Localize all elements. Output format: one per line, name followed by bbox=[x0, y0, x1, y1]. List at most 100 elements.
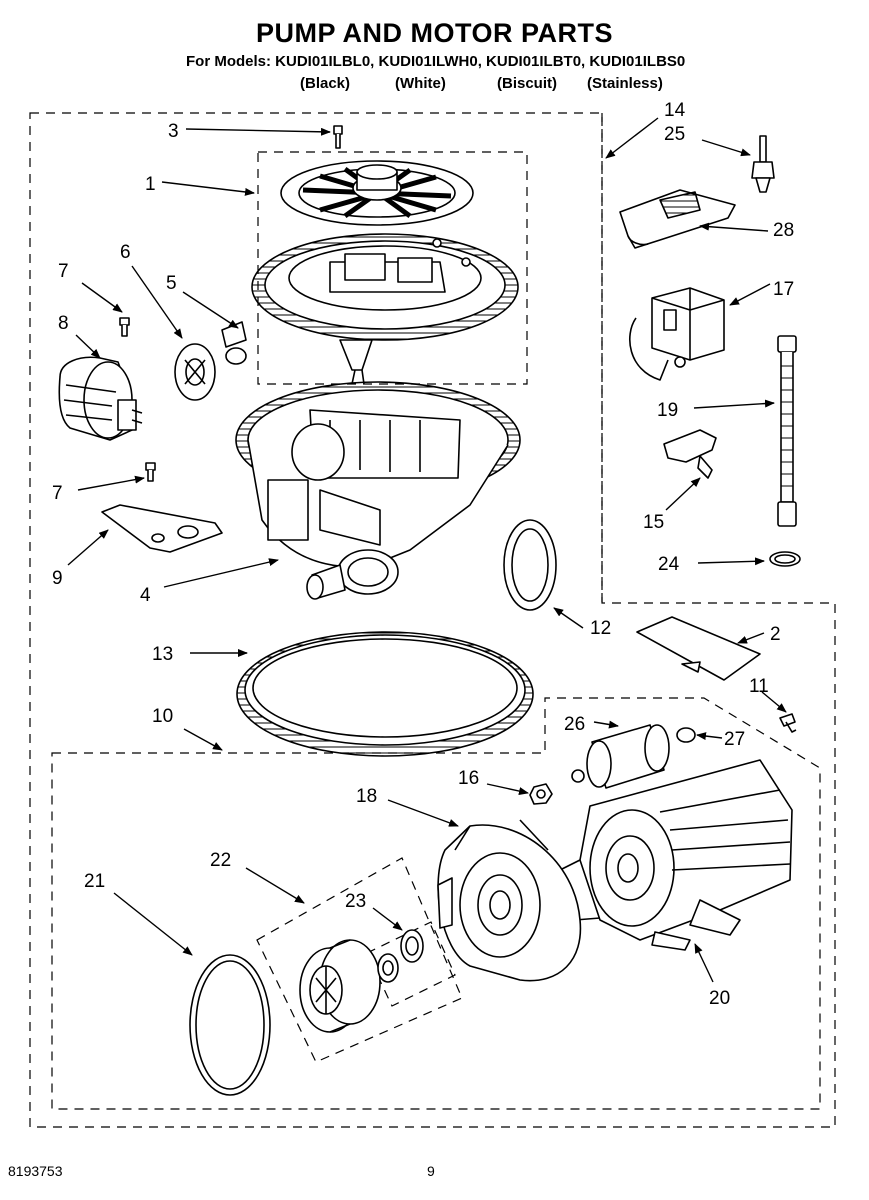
outline-seal-group bbox=[366, 921, 456, 1007]
leader-18 bbox=[387, 799, 459, 827]
leader-7b bbox=[77, 475, 145, 491]
callout-labels: 3 1 6 7 5 8 7 9 4 13 10 12 14 25 28 17 1… bbox=[52, 100, 794, 1009]
leader-26 bbox=[593, 720, 619, 729]
parts bbox=[58, 125, 801, 1096]
leader-10 bbox=[183, 728, 223, 751]
callout-4: 4 bbox=[140, 585, 151, 606]
leader-2 bbox=[737, 632, 765, 644]
part-shield-28 bbox=[619, 189, 736, 249]
part-clamp-24 bbox=[769, 551, 801, 567]
part-gasket-13 bbox=[236, 631, 534, 757]
variant-white: (White) bbox=[395, 75, 446, 92]
part-pump-housing-18 bbox=[437, 819, 582, 982]
page-title: PUMP AND MOTOR PARTS bbox=[255, 18, 614, 48]
part-oring-21 bbox=[189, 954, 271, 1096]
leader-27 bbox=[696, 732, 723, 741]
leader-14 bbox=[605, 117, 659, 159]
leader-25 bbox=[701, 139, 751, 157]
part-sump-4 bbox=[235, 381, 521, 600]
leader-4 bbox=[163, 558, 279, 588]
outline-motor-assembly bbox=[51, 697, 821, 1110]
callout-15: 15 bbox=[643, 512, 664, 533]
part-spray-arm-1 bbox=[280, 160, 474, 226]
callout-21: 21 bbox=[84, 871, 105, 892]
callout-11: 11 bbox=[749, 676, 769, 697]
leader-1 bbox=[161, 181, 255, 196]
leader-6 bbox=[131, 265, 183, 339]
callout-9: 9 bbox=[52, 568, 63, 589]
part-screw-3 bbox=[333, 125, 343, 149]
part-hose-19 bbox=[777, 335, 797, 527]
callout-20: 20 bbox=[709, 988, 730, 1009]
part-washer-27 bbox=[676, 727, 696, 743]
callout-7-upper: 7 bbox=[58, 261, 69, 282]
outline-spray-arm-assy bbox=[257, 151, 528, 385]
leader-15 bbox=[665, 477, 701, 511]
callout-5: 5 bbox=[166, 273, 177, 294]
part-clip-15 bbox=[663, 429, 717, 479]
leader-23 bbox=[372, 907, 403, 931]
variant-biscuit: (Biscuit) bbox=[497, 75, 557, 92]
callout-12: 12 bbox=[590, 618, 611, 639]
part-seal-23 bbox=[377, 929, 424, 983]
variant-stainless: (Stainless) bbox=[587, 75, 663, 92]
callout-8: 8 bbox=[58, 313, 69, 334]
leader-7a bbox=[81, 282, 123, 313]
callout-28: 28 bbox=[773, 220, 794, 241]
part-plate-2 bbox=[636, 616, 761, 681]
page-number: 9 bbox=[427, 1163, 435, 1179]
part-nut-16 bbox=[529, 783, 553, 805]
callout-24: 24 bbox=[658, 554, 680, 575]
part-motor-20 bbox=[559, 759, 793, 951]
leader-16 bbox=[486, 783, 529, 795]
leader-20 bbox=[694, 943, 714, 983]
variant-black: (Black) bbox=[300, 75, 351, 92]
leader-8 bbox=[75, 334, 101, 359]
leader-11 bbox=[761, 691, 787, 713]
callout-1: 1 bbox=[145, 174, 156, 195]
part-seal-12 bbox=[503, 519, 557, 611]
leader-17 bbox=[729, 283, 771, 306]
group-outlines bbox=[29, 112, 836, 1128]
callout-2: 2 bbox=[770, 624, 781, 645]
part-chopper-6 bbox=[174, 343, 216, 401]
leader-lines bbox=[67, 117, 787, 983]
leader-19 bbox=[693, 399, 775, 409]
callout-16: 16 bbox=[458, 768, 479, 789]
part-capacitor-26 bbox=[571, 724, 670, 789]
models-line: For Models: KUDI01ILBL0, KUDI01ILWH0, KU… bbox=[186, 53, 686, 70]
part-ring-5 bbox=[221, 321, 247, 365]
part-thermistor-25 bbox=[751, 135, 775, 193]
callout-10: 10 bbox=[152, 706, 173, 727]
callout-19: 19 bbox=[657, 400, 678, 421]
document-number: 8193753 bbox=[8, 1163, 63, 1179]
leader-22 bbox=[245, 867, 305, 904]
callout-7-lower: 7 bbox=[52, 483, 63, 504]
leader-9 bbox=[67, 529, 109, 566]
callout-18: 18 bbox=[356, 786, 377, 807]
part-screw-7-lower bbox=[145, 462, 156, 482]
leader-28 bbox=[699, 222, 769, 232]
part-bracket-17 bbox=[629, 287, 725, 381]
part-screw-7-upper bbox=[119, 317, 130, 337]
part-bracket-9 bbox=[101, 504, 223, 553]
callout-3: 3 bbox=[168, 121, 179, 142]
callout-25: 25 bbox=[664, 124, 685, 145]
callout-23: 23 bbox=[345, 891, 366, 912]
leader-21 bbox=[113, 892, 193, 956]
leader-5 bbox=[182, 291, 239, 329]
leader-24 bbox=[697, 557, 765, 566]
callout-26: 26 bbox=[564, 714, 585, 735]
callout-6: 6 bbox=[120, 242, 131, 263]
callout-17: 17 bbox=[773, 279, 794, 300]
leader-12 bbox=[553, 607, 584, 629]
callout-22: 22 bbox=[210, 850, 231, 871]
part-screw-11 bbox=[779, 713, 797, 733]
leader-3 bbox=[185, 127, 331, 136]
callout-27: 27 bbox=[724, 729, 745, 750]
part-pump-cover-1 bbox=[251, 233, 519, 385]
callout-13: 13 bbox=[152, 644, 173, 665]
callout-14: 14 bbox=[664, 100, 686, 121]
outline-main-assembly bbox=[29, 112, 836, 1128]
